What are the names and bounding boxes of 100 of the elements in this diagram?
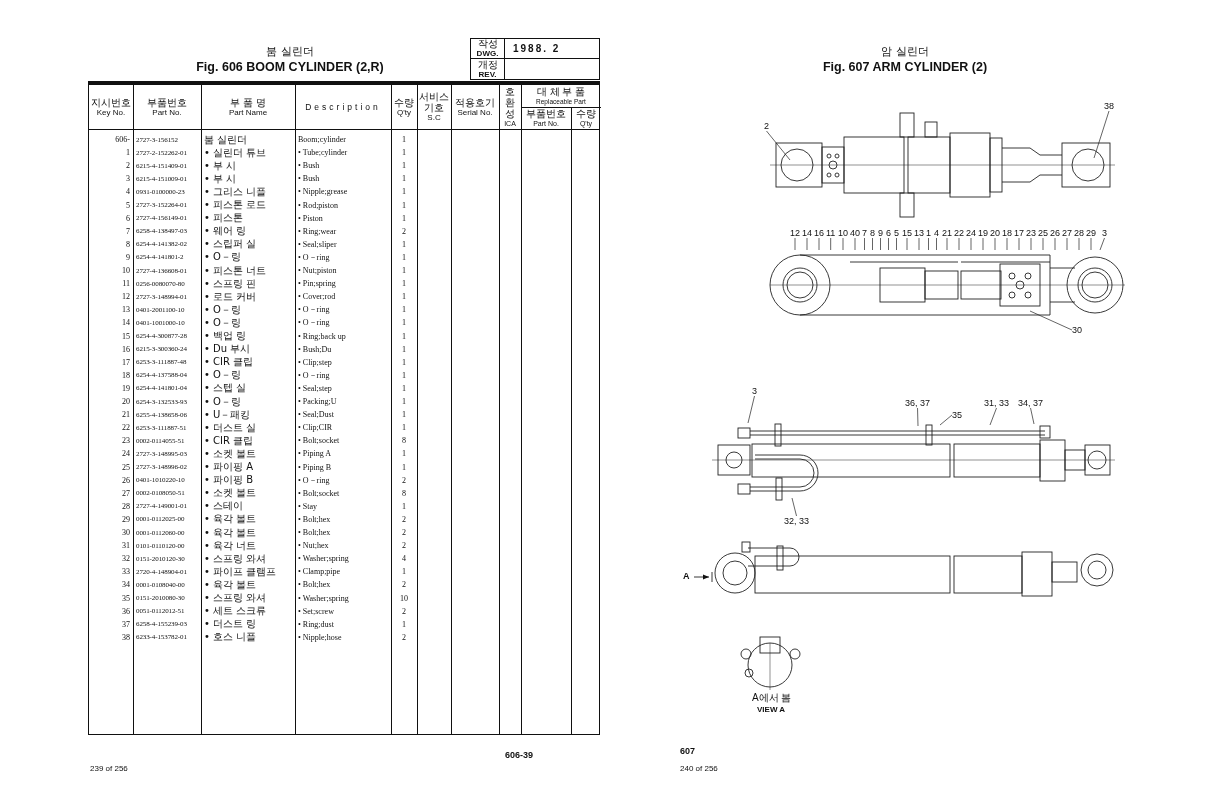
part-name: • 스프링 핀: [203, 277, 258, 291]
part-name: • O－링: [203, 303, 242, 317]
quantity: 1: [401, 199, 407, 212]
callout-number: 24: [966, 228, 976, 238]
part-description: • Stay: [297, 500, 319, 513]
part-name: • 육각 볼트: [203, 578, 258, 592]
table-label: REV.: [478, 69, 497, 79]
quantity: 1: [401, 461, 407, 474]
part-name: • 세트 스크류: [203, 604, 268, 618]
part-description: • Bolt;hex: [297, 513, 332, 526]
column-header: 서비스 기호: [418, 91, 450, 113]
key-number: 37: [121, 618, 131, 631]
leader-line: [918, 237, 920, 251]
quantity: 1: [401, 173, 407, 186]
part-name: • 소켓 볼트: [203, 486, 258, 500]
part-description: • Seal;step: [297, 382, 333, 395]
part-name: • 소켓 볼트: [203, 447, 258, 461]
part-description: • O－ring: [297, 474, 331, 487]
quantity: 1: [401, 618, 407, 631]
callout-number: 5: [894, 228, 899, 238]
quantity: 1: [401, 304, 407, 317]
part-name: • 더스트 링: [203, 617, 258, 631]
part-name: • O－링: [203, 316, 242, 330]
column-header: Serial No.: [457, 107, 493, 118]
column-header: Key No.: [96, 107, 126, 118]
part-description: • Bolt;socket: [297, 435, 341, 448]
column-header: Description: [305, 102, 381, 112]
callout-number: 7: [862, 228, 867, 238]
callout-number: 19: [978, 228, 988, 238]
part-description: Boom;cylinder: [297, 134, 347, 146]
callout-number: 30: [1072, 325, 1082, 335]
quantity: 8: [401, 435, 407, 448]
callout-number: 4: [934, 228, 939, 238]
key-number: 11: [121, 278, 131, 291]
part-name: • CIR 클립: [203, 434, 255, 448]
leader-line: [906, 237, 908, 251]
leader-line: [872, 237, 873, 251]
column-header: 부품번호: [526, 107, 566, 119]
callout-number: 15: [902, 228, 912, 238]
key-number: 12: [121, 291, 131, 304]
leader-line: [896, 237, 897, 251]
part-description: • Washer;spring: [297, 553, 350, 566]
quantity: 1: [401, 238, 407, 251]
quantity: 1: [401, 500, 407, 513]
column-header: 수량: [394, 96, 414, 108]
key-number: 19: [121, 382, 131, 395]
part-description: • Bush: [297, 160, 321, 173]
quantity: 1: [401, 343, 407, 356]
key-number: 22: [121, 422, 131, 435]
callout-number: 20: [990, 228, 1000, 238]
leader-line: [989, 407, 997, 426]
part-description: • Cover;rod: [297, 291, 337, 304]
callout-number: 18: [1002, 228, 1012, 238]
part-name: • 스텝 실: [203, 381, 248, 395]
part-description: • Nipple;grease: [297, 186, 349, 199]
part-name: • U－패킹: [203, 408, 252, 422]
part-name: • 실린더 튜브: [203, 146, 268, 160]
callout-number: 10: [838, 228, 848, 238]
key-number: 5: [125, 199, 131, 212]
quantity: 2: [401, 513, 407, 526]
quantity: 2: [401, 225, 407, 238]
part-name: • 육각 볼트: [203, 512, 258, 526]
quantity: 2: [401, 540, 407, 553]
quantity: 1: [401, 147, 407, 160]
callout-number: 12: [790, 228, 800, 238]
column-header: 대 체 부 품: [536, 85, 586, 97]
leader-line: [917, 407, 919, 427]
leader-line: [888, 237, 889, 251]
quantity: 1: [401, 566, 407, 579]
key-number: 26: [121, 474, 131, 487]
leader-line: [864, 237, 865, 251]
key-number: 606-: [114, 134, 131, 146]
figure-title: Fig. 606 BOOM CYLINDER (2,R): [196, 60, 384, 74]
quantity: 2: [401, 474, 407, 487]
callout-number: 21: [942, 228, 952, 238]
key-number: 18: [121, 369, 131, 382]
column-header: 호환성: [505, 85, 515, 119]
part-name: • 피스톤: [203, 211, 245, 225]
leader-line: [1029, 310, 1073, 331]
part-name: • 피스톤 너트: [203, 264, 268, 277]
callout-number: 14: [802, 228, 812, 238]
part-name: • 육각 볼트: [203, 526, 258, 539]
quantity: 1: [401, 160, 407, 173]
column-header: 수량: [576, 107, 596, 119]
callout-number: 27: [1062, 228, 1072, 238]
callout-number: 31, 33: [984, 398, 1010, 408]
part-name: • O－링: [203, 368, 242, 382]
key-number: 21: [121, 409, 131, 422]
part-description: • Rod;piston: [297, 199, 339, 212]
leader-line: [1054, 237, 1056, 251]
callout-number: 26: [1050, 228, 1060, 238]
key-number: 14: [121, 317, 131, 330]
quantity: 1: [401, 251, 407, 264]
callout-number: 34, 37: [1018, 398, 1044, 408]
figure-title: Fig. 607 ARM CYLINDER (2): [822, 60, 988, 74]
view-caption: VIEW A: [757, 705, 786, 715]
quantity: 1: [401, 382, 407, 395]
key-number: 34: [121, 579, 131, 592]
leader-line: [880, 237, 881, 251]
key-number: 29: [121, 513, 131, 526]
